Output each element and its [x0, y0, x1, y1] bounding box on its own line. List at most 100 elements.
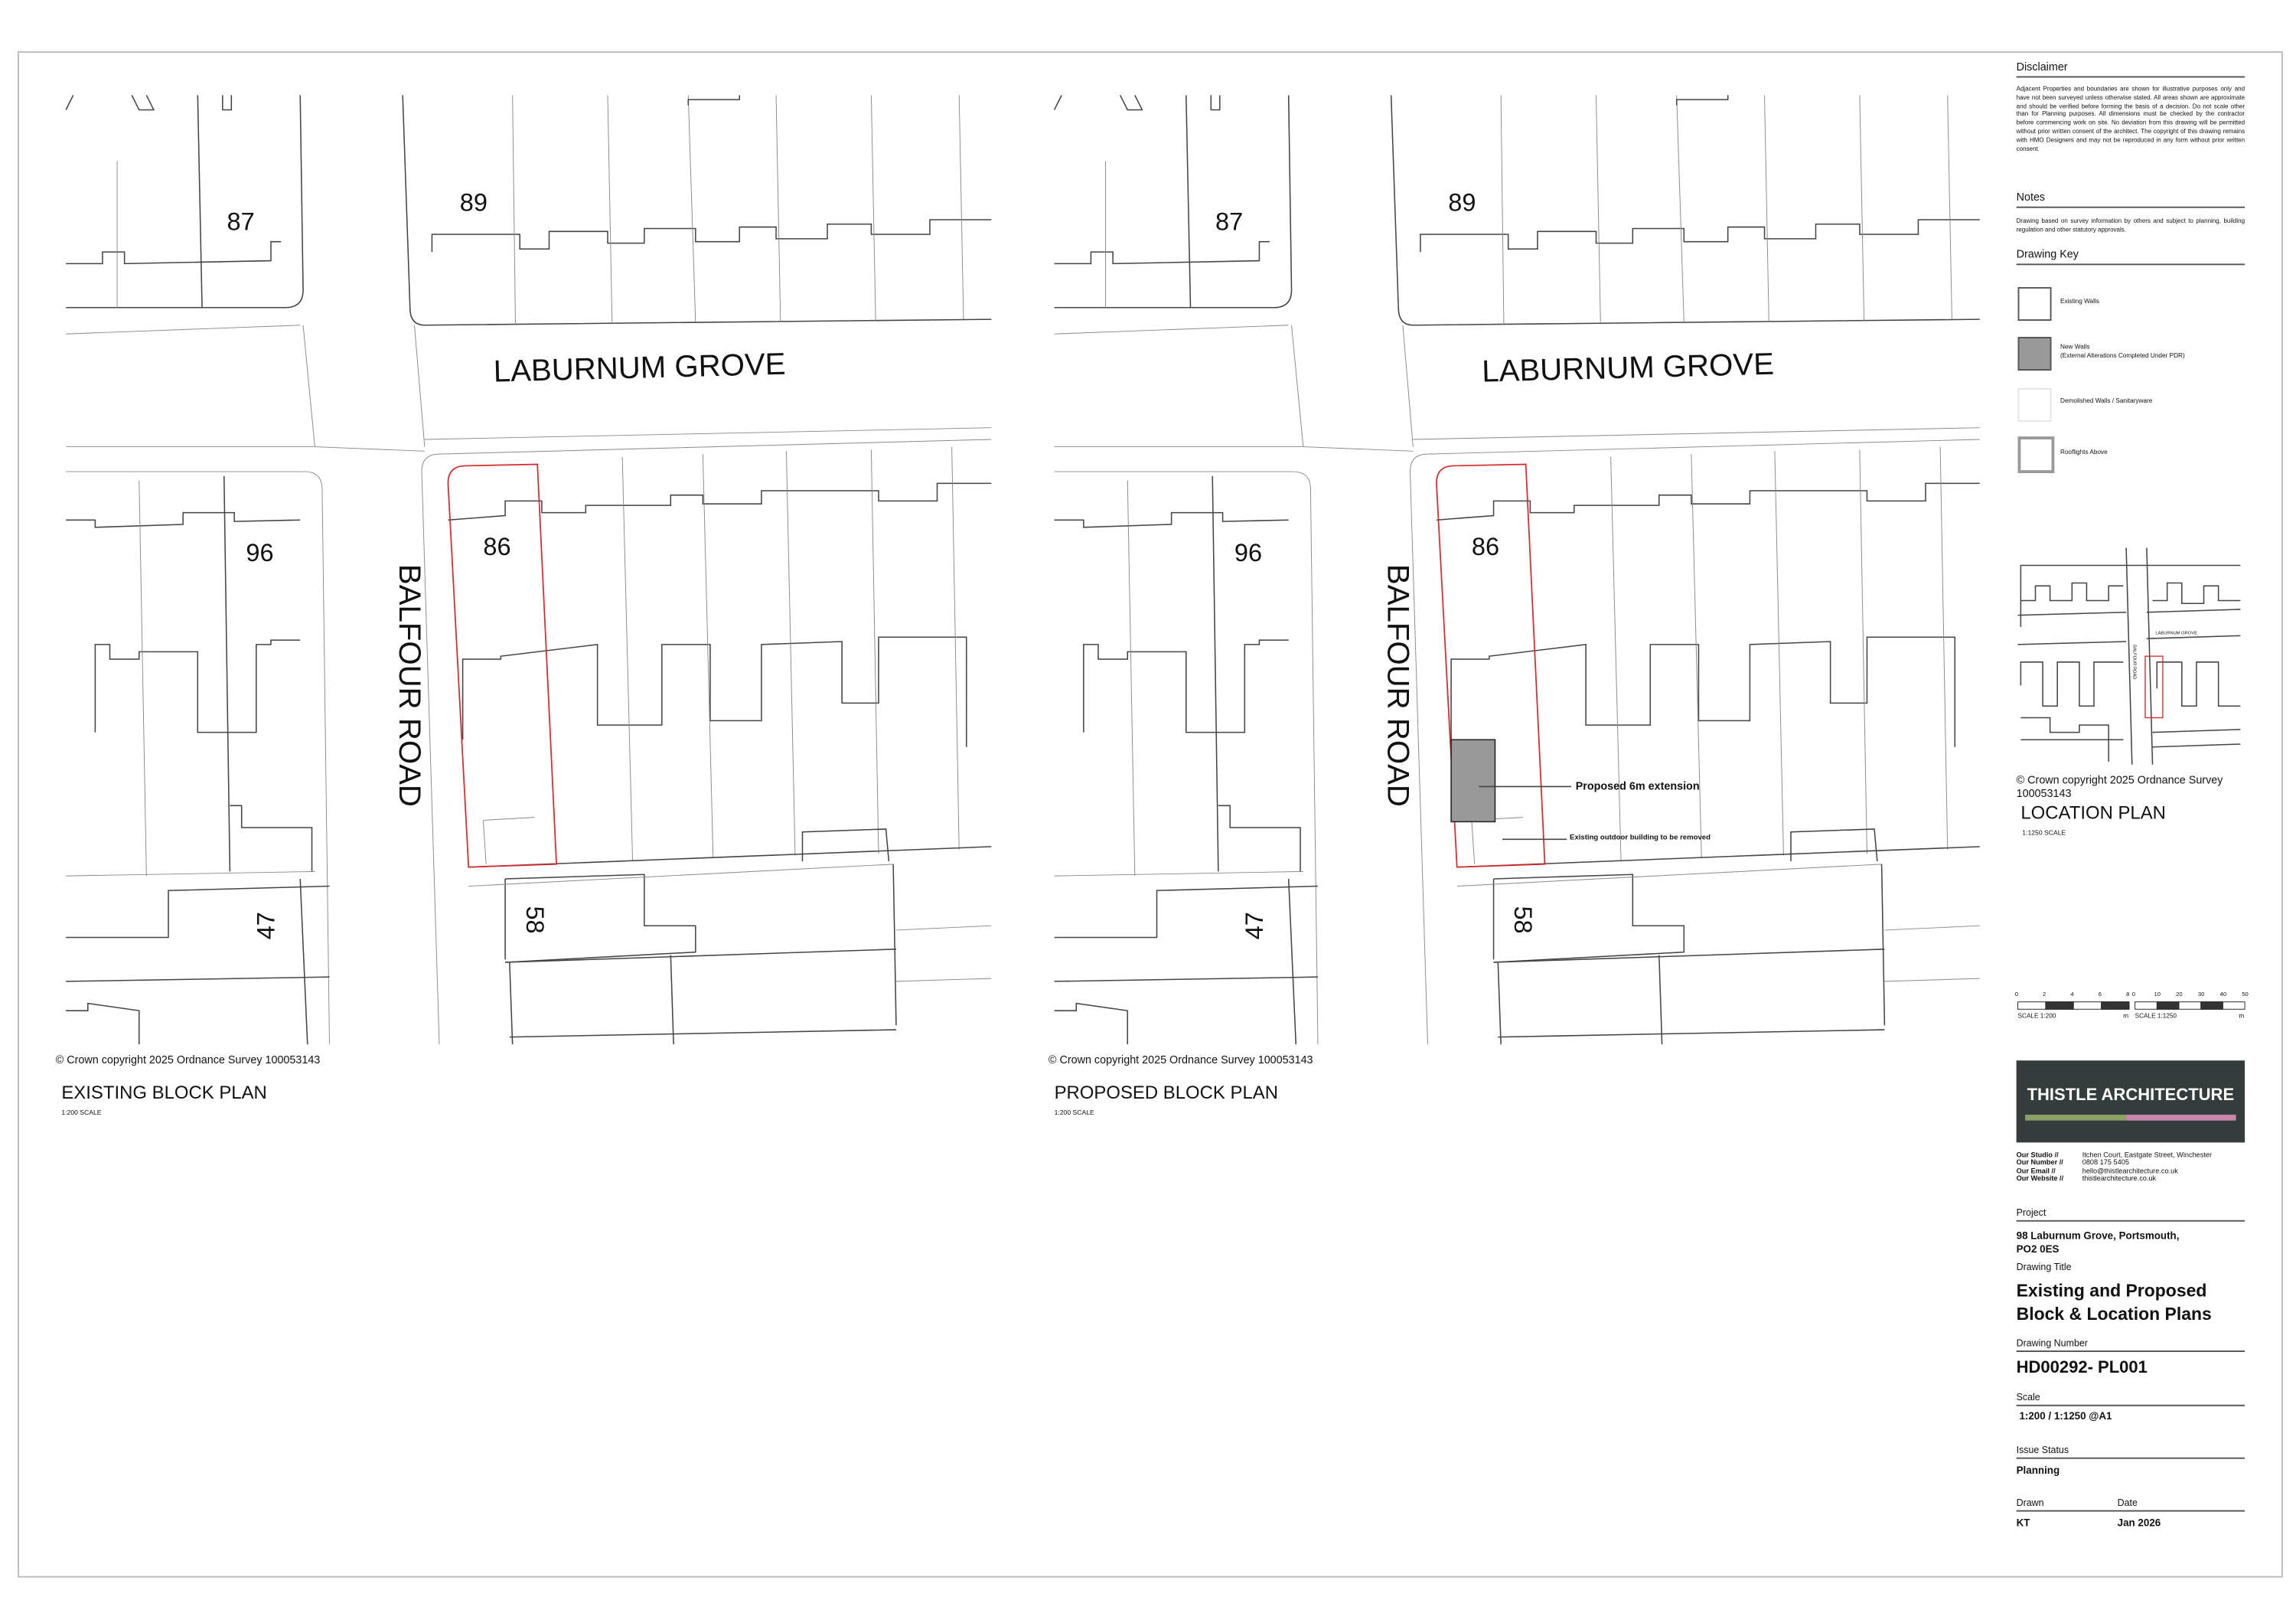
street-label-balfour-road: BALFOUR ROAD: [392, 563, 426, 807]
scale-value: 1:200 / 1:1250 @A1: [2019, 1412, 2112, 1422]
proposed-plan-scale: 1:200 SCALE: [1054, 1109, 1094, 1116]
tick: 20: [2176, 990, 2183, 998]
contact-keys: Our Studio // Our Number // Our Email //…: [2017, 1153, 2064, 1184]
contact-key: Our Email //: [2016, 1168, 2056, 1177]
logo-text: THISTLE ARCHITECTURE: [2027, 1086, 2235, 1105]
drawn-value: KT: [2016, 1519, 2030, 1530]
project-label: Project: [2016, 1208, 2245, 1222]
tick: 10: [2154, 990, 2161, 998]
house-number-96: 96: [1234, 539, 1263, 567]
drawn-label: Drawn: [2016, 1498, 2044, 1509]
project-line: 98 Laburnum Grove, Portsmouth,: [2016, 1232, 2180, 1243]
existing-copyright: © Crown copyright 2025 Ordnance Survey 1…: [55, 1053, 321, 1066]
tick: 8: [2126, 990, 2130, 998]
tick: 0: [2014, 990, 2018, 998]
studio-address: Itchen Court, Eastgate Street, Wincheste…: [2082, 1152, 2213, 1161]
existing-plan-title: EXISTING BLOCK PLAN: [61, 1082, 267, 1103]
date-label: Date: [2117, 1498, 2138, 1509]
tick: 40: [2219, 990, 2227, 998]
house-number-58: 58: [1508, 906, 1537, 934]
tick: 50: [2242, 990, 2249, 998]
tick: 30: [2197, 990, 2205, 998]
house-number-96: 96: [246, 539, 274, 567]
key-label: Existing Walls: [2060, 297, 2099, 305]
drawing-title-label: Drawing Title: [2016, 1262, 2072, 1273]
logo-pink-bar: [2126, 1115, 2236, 1121]
email-link[interactable]: hello@thistlearchitecture.co.uk: [2082, 1168, 2178, 1177]
notes-heading: Notes: [2016, 191, 2245, 208]
house-number-58: 58: [520, 906, 549, 934]
website-link[interactable]: thistlearchitecture.co.uk: [2082, 1176, 2157, 1184]
project-value: 98 Laburnum Grove, Portsmouth, PO2 0ES: [2017, 1230, 2180, 1256]
house-number-86: 86: [483, 533, 511, 561]
house-number-47: 47: [252, 912, 281, 940]
house-number-89: 89: [1448, 188, 1476, 217]
disclaimer-text: Adjacent Properties and boundaries are s…: [2016, 84, 2245, 152]
project-line: PO2 0ES: [2016, 1245, 2060, 1256]
location-road-laburnum: LABURNUM GROVE: [2155, 629, 2197, 636]
contact-key: Our Studio //: [2016, 1152, 2059, 1161]
house-number-89: 89: [459, 188, 488, 217]
date-value: Jan 2026: [2117, 1519, 2161, 1530]
drawn-label-row: Drawn Date: [2016, 1498, 2245, 1512]
key-label: Demolished Walls / Sanitaryware: [2060, 397, 2153, 405]
issue-status-value: Planning: [2016, 1466, 2060, 1477]
proposed-plan-linework: [1053, 94, 1981, 1045]
proposed-plan-title: PROPOSED BLOCK PLAN: [1054, 1082, 1278, 1103]
drawing-title-line: Existing and Proposed: [2016, 1280, 2207, 1301]
existing-plan-linework: [65, 94, 993, 1045]
tick: 6: [2098, 990, 2102, 998]
drawing-key-heading: Drawing Key: [2016, 247, 2245, 266]
contact-key: Our Number //: [2016, 1161, 2063, 1168]
key-label: New Walls(External Alterations Completed…: [2060, 343, 2185, 359]
issue-status-label: Issue Status: [2016, 1445, 2245, 1459]
scale-label-1-1250: SCALE 1:1250: [2135, 1012, 2177, 1020]
location-copyright-line: © Crown copyright 2025 Ordnance Survey: [2016, 773, 2223, 787]
drawing-number-value: HD00292- PL001: [2016, 1359, 2148, 1377]
location-plan-map: [2017, 547, 2241, 765]
sheet-border: [17, 51, 2283, 1578]
phone-number: 0808 175 5405: [2082, 1161, 2129, 1168]
disclaimer-heading: Disclaimer: [2016, 60, 2245, 78]
contact-values: Itchen Court, Eastgate Street, Wincheste…: [2082, 1153, 2212, 1184]
location-licence: 100053143: [2016, 786, 2072, 800]
scale-label: Scale: [2016, 1393, 2245, 1406]
contact-key: Our Website //: [2016, 1176, 2064, 1184]
scale-unit: m: [2123, 1012, 2129, 1020]
removal-annotation: Existing outdoor building to be removed: [1570, 833, 1711, 843]
existing-plan-scale: 1:200 SCALE: [61, 1109, 102, 1116]
key-swatch-demolished: [2017, 388, 2052, 423]
logo-green-bar: [2025, 1115, 2127, 1121]
key-label: Rooflights Above: [2060, 448, 2108, 456]
house-number-47: 47: [1241, 912, 1269, 940]
notes-text: Drawing based on survey information by o…: [2016, 217, 2245, 233]
tick: 4: [2070, 990, 2074, 998]
scale-bar-1-200: [2017, 1001, 2130, 1010]
drawing-title-line: Block & Location Plans: [2016, 1302, 2212, 1324]
scale-bar-1-1250: [2135, 1001, 2245, 1010]
key-swatch-rooflights: [2017, 436, 2055, 473]
drawing-number-label: Drawing Number: [2016, 1339, 2245, 1352]
key-swatch-new-walls: [2017, 337, 2052, 371]
thistle-architecture-logo: THISTLE ARCHITECTURE: [2016, 1060, 2245, 1143]
proposed-copyright: © Crown copyright 2025 Ordnance Survey 1…: [1048, 1053, 1313, 1066]
proposed-extension-shape: [1450, 739, 1496, 823]
site-boundary-red-line: [447, 463, 557, 868]
house-number-86: 86: [1471, 533, 1500, 561]
key-label-main: New Walls: [2060, 342, 2090, 351]
location-plan-scale: 1:1250 SCALE: [2022, 828, 2066, 837]
tick: 2: [2043, 990, 2047, 998]
house-number-87: 87: [1215, 207, 1244, 237]
extension-annotation: Proposed 6m extension: [1575, 779, 1700, 793]
key-swatch-existing-walls: [2017, 287, 2052, 322]
house-number-87: 87: [227, 207, 255, 237]
key-label-sub: (External Alterations Completed Under PD…: [2060, 351, 2185, 358]
site-boundary-red-line: [1436, 463, 1546, 868]
location-road-balfour: BALFOUR ROAD: [2131, 645, 2138, 680]
scale-unit: m: [2239, 1012, 2245, 1020]
location-plan-title: LOCATION PLAN: [2020, 802, 2166, 824]
